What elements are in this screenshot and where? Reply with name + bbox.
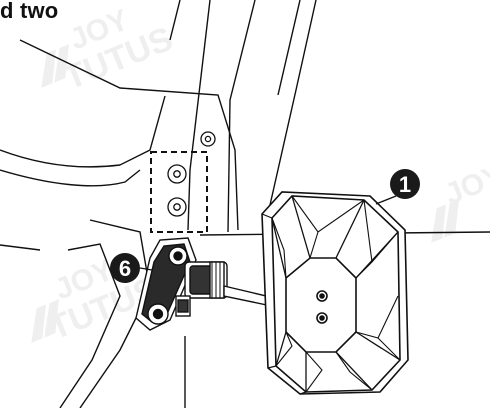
- pillar-line-5: [169, 0, 181, 41]
- callout-1: 1: [375, 169, 420, 205]
- body-contour-left: [0, 95, 166, 168]
- highlight-dashed-box: [150, 151, 208, 233]
- bolt-holes: [167, 131, 216, 217]
- bolt-hole-middle: [167, 164, 187, 184]
- bolt-hole-bottom: [167, 197, 187, 217]
- watermark-text-5: JOY: [440, 158, 490, 211]
- mirror-center-plate: [285, 257, 357, 353]
- body-contour-upper: [19, 39, 239, 231]
- bolt-hole-top: [200, 131, 216, 147]
- callout-1-badge: [390, 169, 420, 199]
- callout-1-number: 1: [399, 172, 411, 197]
- pillar-line-3: [277, 0, 301, 96]
- mirror: [261, 191, 409, 395]
- pillar-line-4: [269, 0, 317, 206]
- callout-6-number: 6: [119, 256, 131, 281]
- callout-6-badge: [110, 253, 140, 283]
- left-stub-line: [0, 244, 41, 251]
- door-panel-inner: [59, 243, 121, 409]
- body-contour-left-2: [0, 169, 141, 187]
- callout-6: 6: [110, 253, 153, 283]
- pillar-line-2: [227, 0, 256, 233]
- pillar-line-1: [187, 0, 211, 231]
- heading-text: d two: [0, 0, 59, 23]
